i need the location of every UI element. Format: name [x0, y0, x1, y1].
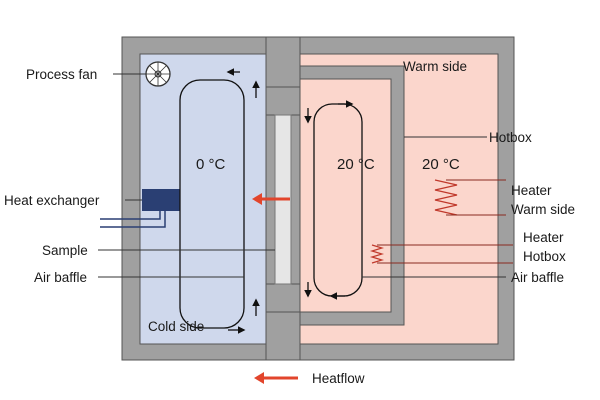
- label-hotbox: Hotbox: [489, 130, 532, 145]
- label-temp-warm: 20 °C: [422, 156, 460, 173]
- heatflow-arrow-icon: [252, 193, 290, 205]
- divider-top-wall: [265, 36, 301, 88]
- hotbox-wall: [299, 65, 405, 326]
- divider-bottom-wall: [265, 311, 301, 361]
- label-air-baffle-left: Air baffle: [34, 270, 87, 285]
- heatflow-legend-arrow-icon: [254, 372, 298, 384]
- process-fan-icon: [145, 61, 171, 87]
- heater-hotbox-icon: [369, 244, 385, 264]
- heater-warm-side-icon: [434, 179, 458, 216]
- label-sample: Sample: [42, 243, 88, 258]
- label-heat-exchanger: Heat exchanger: [4, 193, 100, 208]
- heat-exchanger: [142, 189, 180, 211]
- label-process-fan: Process fan: [26, 67, 97, 82]
- sample-frame-top: [265, 86, 301, 116]
- heat-exchanger-pipes: [100, 211, 166, 228]
- label-air-baffle-right: Air baffle: [511, 270, 564, 285]
- label-temp-hotbox: 20 °C: [337, 156, 375, 173]
- label-warm-side: Warm side: [403, 59, 467, 74]
- label-heater-warm-line2: Warm side: [511, 202, 575, 217]
- label-heater-warm-line1: Heater: [511, 183, 552, 198]
- sample-frame-bottom: [265, 283, 301, 313]
- label-heatflow: Heatflow: [312, 371, 365, 386]
- label-heater-hotbox-line1: Heater: [523, 230, 564, 245]
- cold-side-air-loop: [179, 79, 245, 329]
- label-temp-cold: 0 °C: [196, 156, 226, 173]
- label-cold-side: Cold side: [148, 319, 204, 334]
- label-heater-hotbox-line2: Hotbox: [523, 249, 566, 264]
